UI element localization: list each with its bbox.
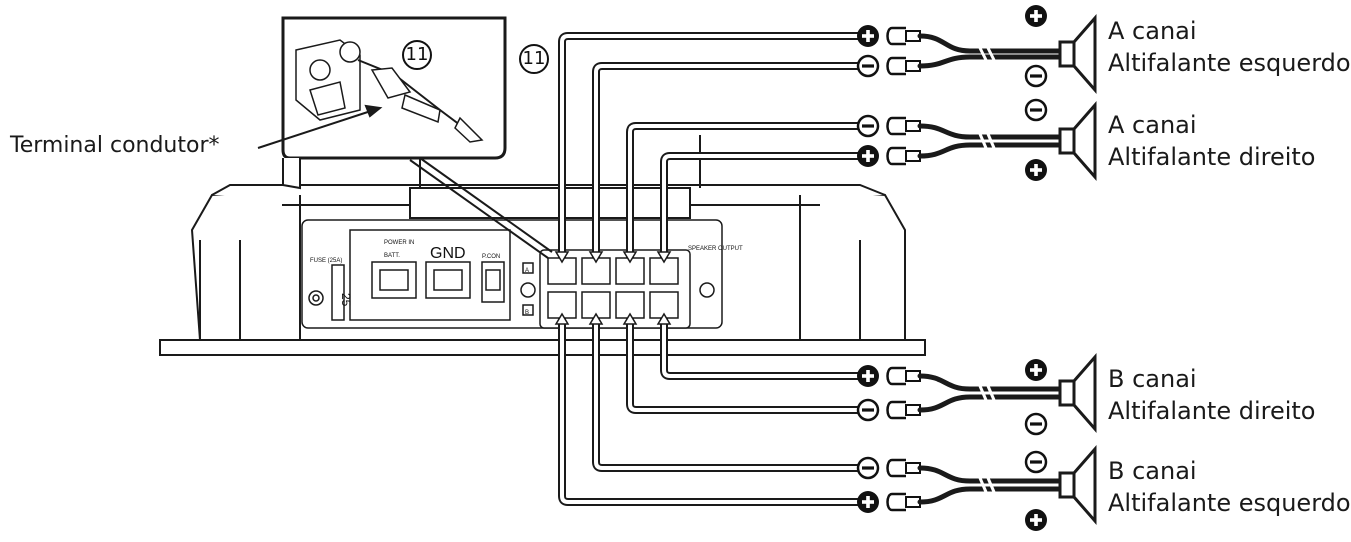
speaker-label-a-left-line1: A canai — [1108, 17, 1197, 45]
speaker-icon — [1058, 445, 1097, 525]
plus-icon — [857, 491, 879, 513]
terminal-conductor-label: Terminal condutor* — [10, 133, 220, 158]
plus-icon — [857, 25, 879, 47]
plus-icon — [857, 365, 879, 387]
terminal-arrows — [554, 251, 672, 325]
speaker-icon — [1058, 101, 1097, 181]
main-ref-number: 11 — [519, 44, 549, 74]
minus-icon — [1024, 450, 1048, 474]
fuse-label: FUSE (25A) — [310, 258, 342, 264]
speaker-output-label: SPEAKER OUTPUT — [688, 246, 743, 252]
speaker-cables — [917, 33, 1063, 505]
plus-icon — [857, 145, 879, 167]
power-in-label: POWER IN — [384, 240, 414, 246]
minus-icon — [856, 114, 880, 138]
channel-b-indicator: B — [525, 310, 529, 316]
speaker-icon — [1058, 14, 1097, 94]
speaker-label-b-left-line2: Altifalante esquerdo — [1108, 489, 1351, 517]
pcon-label: P.CON — [482, 254, 500, 260]
speaker-label-a-right-line2: Altifalante direito — [1108, 143, 1316, 171]
batt-label: BATT. — [384, 253, 400, 259]
minus-icon — [856, 456, 880, 480]
speaker-terminal-slots — [547, 257, 679, 319]
channel-a-indicator: A — [525, 268, 529, 274]
minus-icon — [1024, 98, 1048, 122]
callout-leader — [257, 104, 383, 149]
speaker-label-a-right-line1: A canai — [1108, 111, 1197, 139]
polarity-markers-speaker-side — [1024, 5, 1048, 531]
callout-pointer — [409, 157, 553, 259]
speaker-label-a-left-line2: Altifalante esquerdo — [1108, 49, 1351, 77]
callout-ref-number: 11 — [402, 40, 432, 70]
minus-icon — [1024, 412, 1048, 436]
speaker-wires — [558, 32, 858, 506]
speaker-icons — [1058, 14, 1097, 525]
fuse-value: 25 — [339, 293, 353, 307]
speaker-label-b-left-line1: B canai — [1108, 457, 1197, 485]
terminal-callout — [281, 16, 507, 190]
speaker-icon — [1058, 353, 1097, 433]
speaker-label-b-right-line1: B canai — [1108, 365, 1197, 393]
minus-icon — [856, 398, 880, 422]
plus-icon — [1025, 159, 1047, 181]
plus-icon — [1025, 359, 1047, 381]
gnd-label: GND — [430, 245, 466, 262]
minus-icon — [856, 54, 880, 78]
speaker-label-b-right-line2: Altifalante direito — [1108, 397, 1316, 425]
minus-icon — [1024, 64, 1048, 88]
plus-icon — [1025, 5, 1047, 27]
plus-icon — [1025, 509, 1047, 531]
